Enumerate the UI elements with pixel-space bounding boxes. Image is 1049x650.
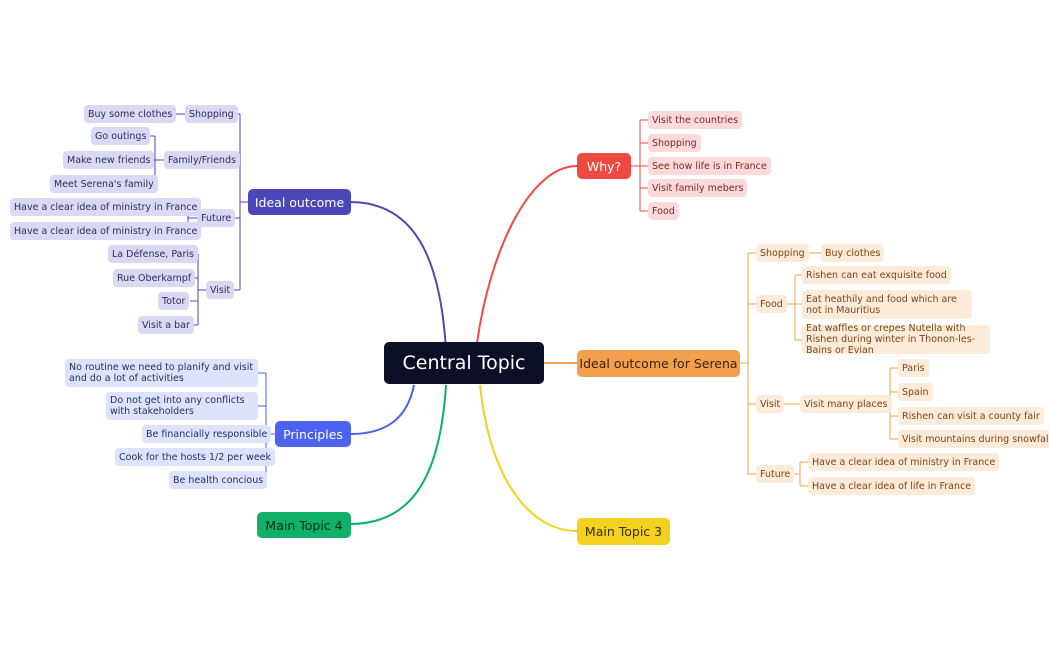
main-topic-3[interactable]: Main Topic 3 [577,518,670,545]
io-shopping-item[interactable]: Buy some clothes [84,105,177,123]
principles-item[interactable]: No routine we need to planify and visit … [65,359,258,387]
io-family-item[interactable]: Make new friends [63,151,155,169]
serena-visit-item[interactable]: Spain [898,383,933,401]
io-family-item[interactable]: Meet Serena's family [50,175,158,193]
why-item[interactable]: Shopping [648,134,701,152]
branch-ideal-outcome [349,201,447,351]
main-topic-serena[interactable]: Ideal outcome for Serena [577,350,740,377]
serena-visit[interactable]: Visit [756,395,785,413]
io-future[interactable]: Future [197,209,236,227]
branch-topic4 [349,384,447,525]
serena-shopping-item[interactable]: Buy clothes [821,244,885,262]
serena-visit-item[interactable]: Rishen can visit a county fair [898,407,1044,425]
io-visit-item[interactable]: La Défense, Paris [108,245,198,263]
io-future-item[interactable]: Have a clear idea of ministry in France [10,198,202,216]
io-family[interactable]: Family/Friends [164,151,240,169]
central-topic[interactable]: Central Topic [384,342,544,384]
serena-visit-sub[interactable]: Visit many places [800,395,892,413]
io-future-item[interactable]: Have a clear idea of ministry in France [10,222,202,240]
serena-food-item[interactable]: Eat heathily and food which are not in M… [802,290,972,319]
branch-why [476,165,578,344]
principles-item[interactable]: Do not get into any conflicts with stake… [106,392,258,420]
main-topic-why[interactable]: Why? [577,153,631,179]
serena-shopping[interactable]: Shopping [756,244,809,262]
io-shopping[interactable]: Shopping [185,105,238,123]
io-visit[interactable]: Visit [206,281,235,299]
serena-future-item[interactable]: Have a clear idea of life in France [808,477,976,495]
io-visit-item[interactable]: Rue Oberkampf [113,269,196,287]
serena-food-item[interactable]: Eat waffles or crepes Nutella with Rishe… [802,323,990,356]
io-visit-item[interactable]: Visit a bar [138,316,194,334]
why-item[interactable]: Visit family mebers [648,179,748,197]
io-visit-item[interactable]: Totor [158,292,190,310]
principles-item[interactable]: Be financially responsible [142,425,272,443]
branch-topic3 [479,384,578,532]
serena-future[interactable]: Future [756,465,795,483]
main-topic-4[interactable]: Main Topic 4 [257,512,351,538]
principles-item[interactable]: Cook for the hosts 1/2 per week [115,448,276,466]
why-item[interactable]: See how life is in France [648,157,771,175]
main-topic-principles[interactable]: Principles [275,421,351,447]
serena-future-item[interactable]: Have a clear idea of ministry in France [808,453,1000,471]
why-item[interactable]: Visit the countries [648,111,743,129]
io-family-item[interactable]: Go outings [91,127,151,145]
serena-visit-item[interactable]: Visit mountains during snowfall [898,430,1049,448]
why-item[interactable]: Food [648,202,679,220]
principles-item[interactable]: Be health concious [169,471,268,489]
serena-food-item[interactable]: Rishen can eat exquisite food [802,266,951,284]
serena-visit-item[interactable]: Paris [898,359,929,377]
serena-food[interactable]: Food [756,295,787,313]
main-topic-ideal-outcome[interactable]: Ideal outcome [248,189,351,215]
branch-principles [349,384,415,435]
